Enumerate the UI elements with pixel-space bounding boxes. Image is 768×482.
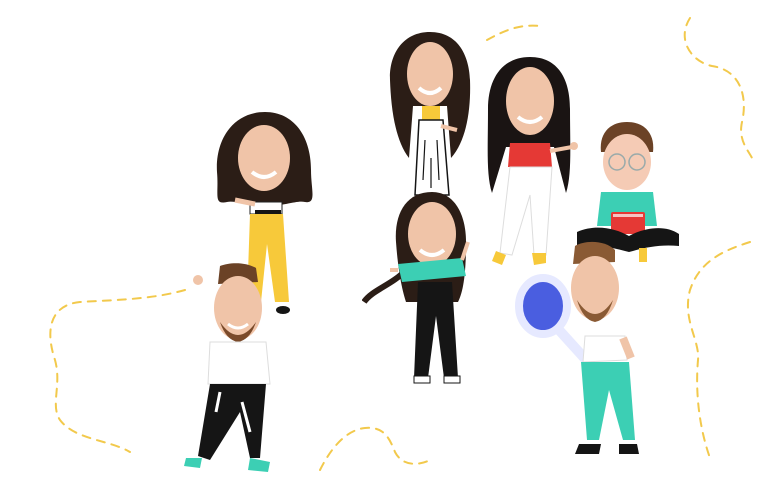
dashed-path-top-center bbox=[486, 24, 541, 41]
magnifier-icon bbox=[515, 274, 602, 377]
figure-woman-teal-top bbox=[362, 192, 470, 384]
dashed-path-top-right bbox=[683, 17, 753, 159]
dashed-path-left bbox=[49, 289, 186, 453]
figure-woman-white-dress bbox=[389, 32, 471, 196]
figure-woman-red-top bbox=[487, 57, 578, 265]
figure-curly-woman bbox=[216, 112, 313, 314]
dashed-path-bottom-center bbox=[319, 426, 431, 471]
figure-person-with-laptop bbox=[577, 122, 679, 262]
dashed-path-right bbox=[687, 241, 751, 459]
laptop-icon bbox=[611, 212, 645, 234]
figure-man-with-magnifier bbox=[515, 241, 639, 454]
figure-bearded-man-dancing bbox=[184, 263, 271, 472]
